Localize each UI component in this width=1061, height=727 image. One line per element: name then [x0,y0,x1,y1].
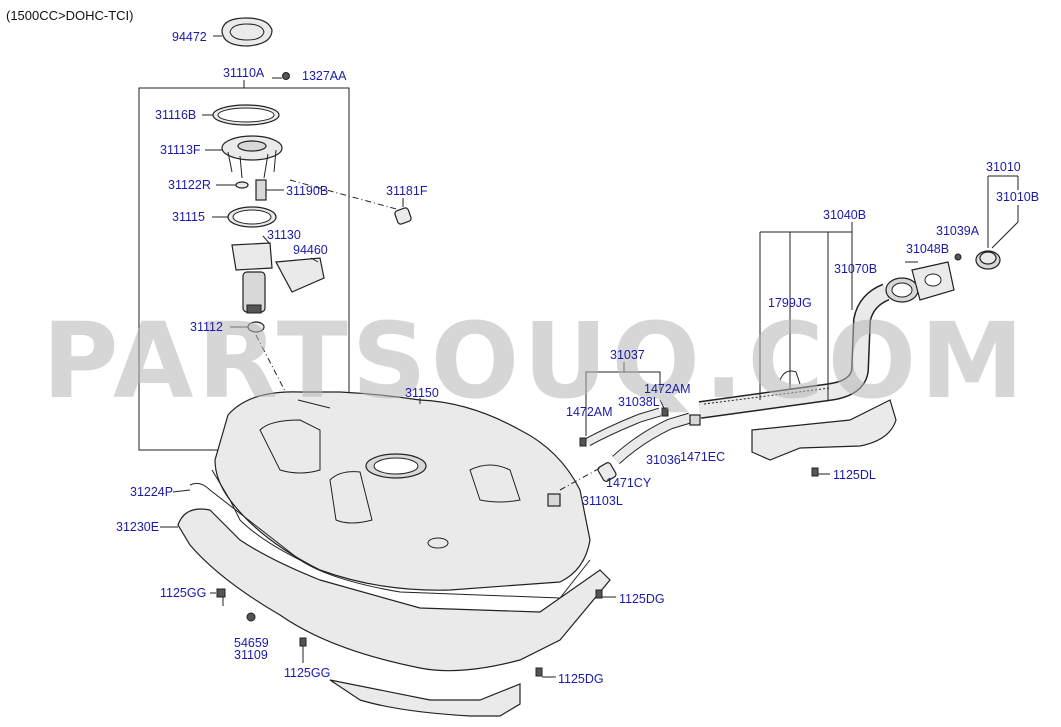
label-31112[interactable]: 31112 [190,320,223,334]
label-31224P[interactable]: 31224P [130,485,174,499]
label-31010B[interactable]: 31010B [996,190,1040,204]
label-31130[interactable]: 31130 [267,228,301,242]
label-1125GG-b[interactable]: 1125GG [284,666,331,680]
label-54659[interactable]: 54659 [234,636,269,650]
label-1125GG-a[interactable]: 1125GG [160,586,207,600]
label-31040B[interactable]: 31040B [823,208,867,222]
engine-spec-text: (1500CC>DOHC-TCI) [6,8,134,23]
fuel-tank [214,391,591,591]
gasket-94472 [221,17,273,47]
label-31110A[interactable]: 31110A [223,66,265,80]
label-31150[interactable]: 31150 [405,386,439,400]
label-1472AM-b[interactable]: 1472AM [644,382,691,396]
label-31116B[interactable]: 31116B [155,108,197,122]
label-1125DG-a[interactable]: 1125DG [619,592,665,606]
label-31070B[interactable]: 31070B [834,262,878,276]
label-31038L[interactable]: 31038L [618,395,660,409]
label-1125DL[interactable]: 1125DL [833,468,876,482]
label-1799JG[interactable]: 1799JG [768,296,812,310]
label-31039A[interactable]: 31039A [936,224,980,238]
label-94472[interactable]: 94472 [172,30,207,44]
label-1472AM-a[interactable]: 1472AM [566,405,613,419]
label-31103L[interactable]: 31103L [582,494,623,508]
label-31037[interactable]: 31037 [610,348,645,362]
label-1471EC[interactable]: 1471EC [680,450,726,464]
label-31181F[interactable]: 31181F [386,184,428,198]
label-31190B[interactable]: 31190B [286,184,329,198]
label-31230E[interactable]: 31230E [116,520,160,534]
label-31010[interactable]: 31010 [986,160,1021,174]
label-1327AA[interactable]: 1327AA [302,69,347,83]
label-31113F[interactable]: 31113F [160,143,201,157]
label-1125DG-b[interactable]: 1125DG [558,672,604,686]
label-94460[interactable]: 94460 [293,243,328,257]
label-31115[interactable]: 31115 [172,210,205,224]
heat-shield [177,508,611,672]
label-31048B[interactable]: 31048B [906,242,950,256]
label-1471CY[interactable]: 1471CY [606,476,652,490]
label-31036[interactable]: 31036 [646,453,681,467]
label-31122R[interactable]: 31122R [168,178,211,192]
label-31109[interactable]: 31109 [234,648,268,662]
